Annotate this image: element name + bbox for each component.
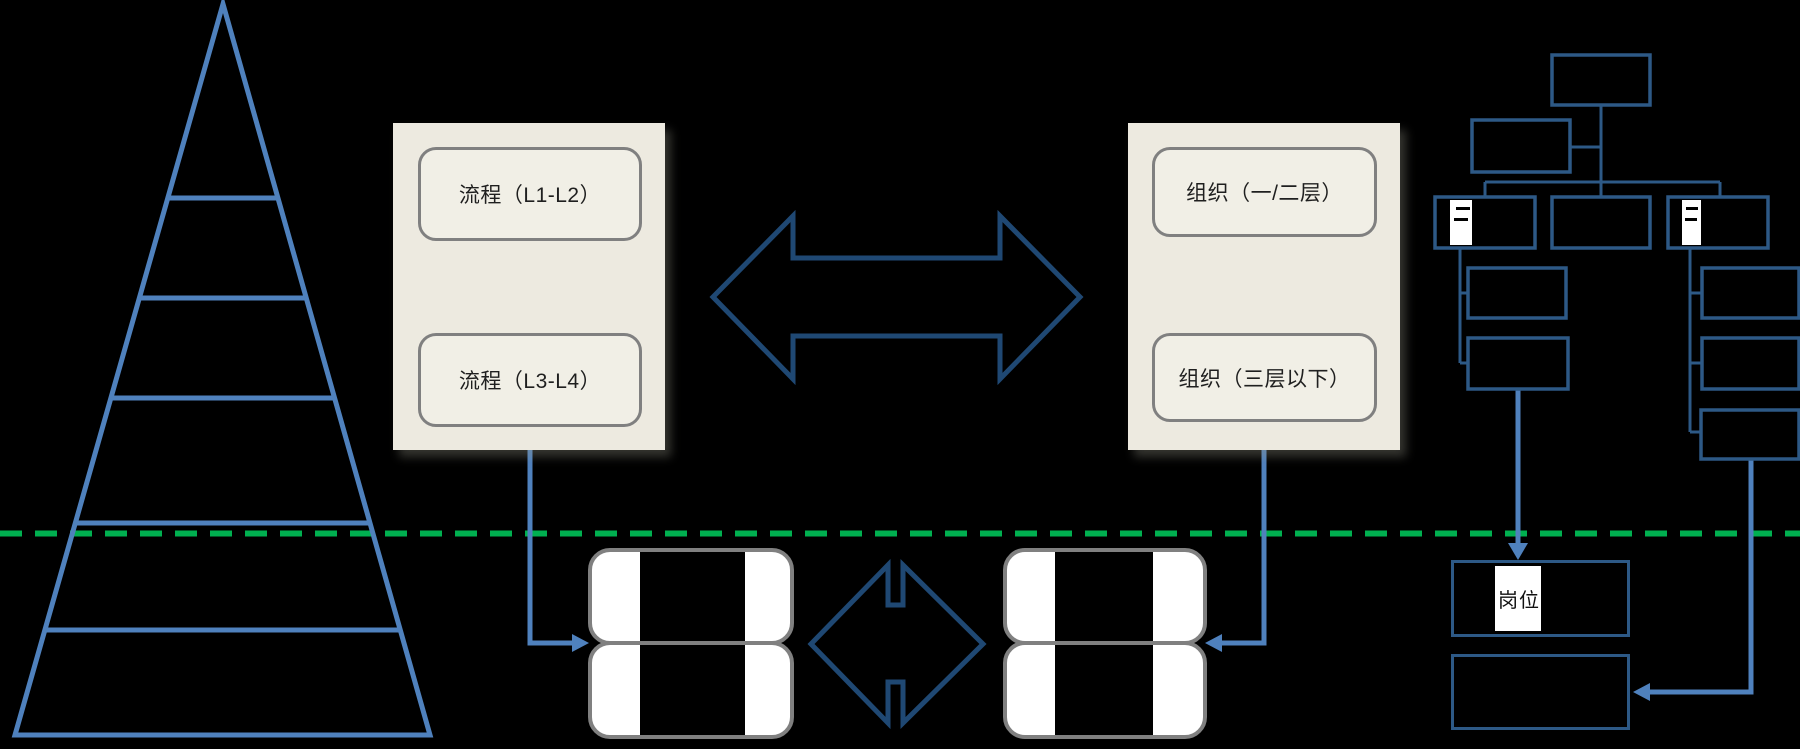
post-label: 岗位: [1498, 590, 1540, 612]
org-chart: [1433, 53, 1800, 461]
org-chart-connectors: [1458, 105, 1722, 434]
org-box-level3-below-label: 组织（三层以下）: [1178, 367, 1351, 391]
org-panel: 组织（一/二层） 组织（三层以下）: [1128, 123, 1400, 450]
striped-card-group-left: [588, 548, 794, 739]
double-arrow-horizontal: [709, 209, 1084, 386]
process-box-l1-l2: 流程（L1-L2）: [418, 147, 642, 241]
post-box: 岗位: [1451, 560, 1630, 637]
process-box-l3-l4-label: 流程（L3-L4）: [458, 370, 602, 393]
bottom-right-box: [1451, 654, 1630, 730]
double-arrow-diamond: [807, 558, 987, 730]
org-box-level1-2-label: 组织（一/二层）: [1186, 182, 1343, 205]
org-chart-stripe-right: [1682, 200, 1701, 245]
org-chart-nodes: [1433, 53, 1800, 461]
process-box-l3-l4: 流程（L3-L4）: [418, 333, 642, 427]
org-box-level1-2: 组织（一/二层）: [1152, 147, 1377, 237]
process-box-l1-l2-label: 流程（L1-L2）: [458, 184, 602, 207]
org-chart-stripe-left: [1450, 200, 1472, 245]
process-panel: 流程（L1-L2） 流程（L3-L4）: [393, 123, 665, 450]
org-box-level3-below: 组织（三层以下）: [1152, 333, 1377, 422]
post-label-band: 岗位: [1495, 566, 1541, 631]
pyramid: [11, 0, 434, 738]
striped-card-group-right: [1003, 548, 1207, 739]
